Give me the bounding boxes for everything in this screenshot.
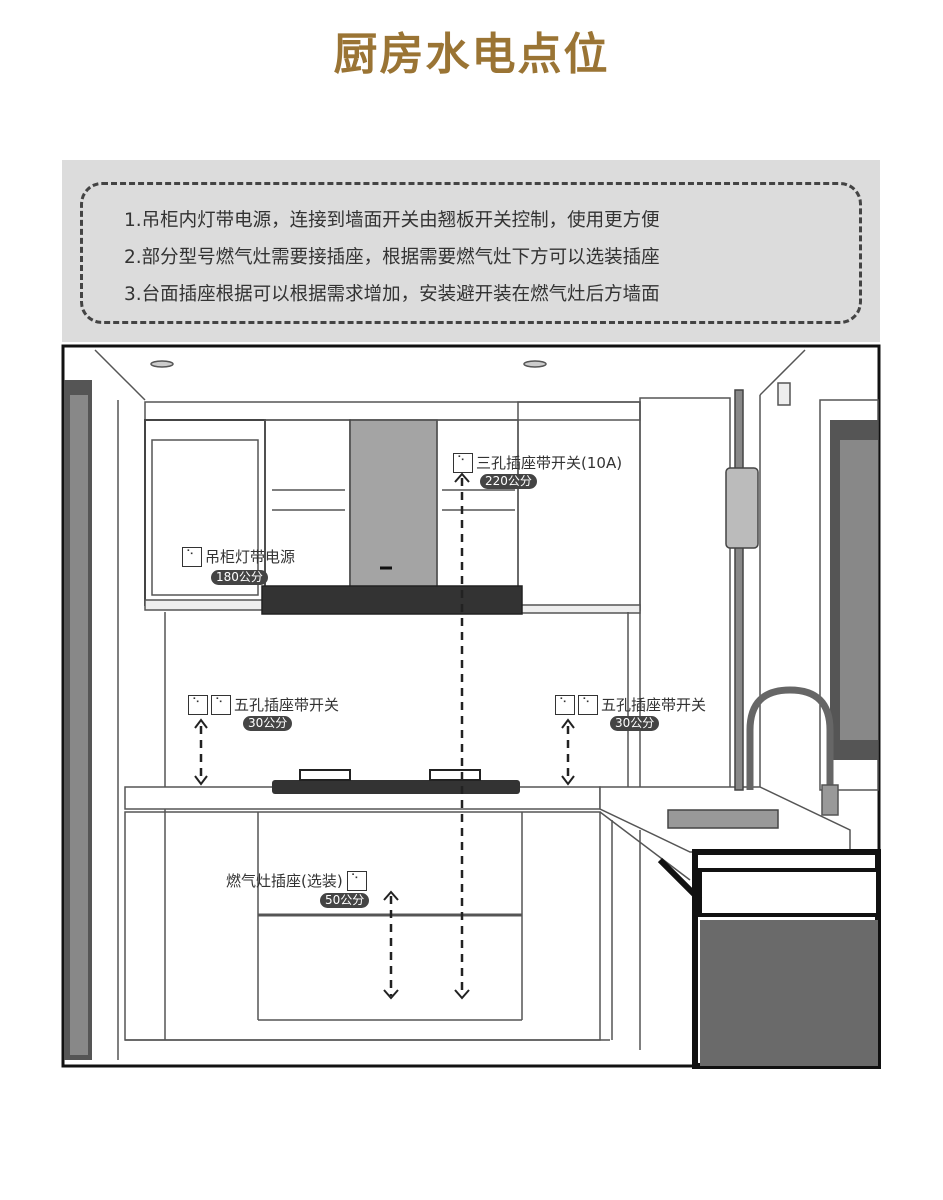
- five-hole-socket-icon: [555, 694, 575, 715]
- page-title: 厨房水电点位: [333, 29, 610, 80]
- height-badge: 30公分: [243, 716, 293, 731]
- note-2: 2.部分型号燃气灶需要接插座，根据需要燃气灶下方可以选装插座: [124, 247, 660, 268]
- height-badge: 30公分: [610, 716, 660, 731]
- socket-icon: [182, 546, 202, 567]
- socket-label-50: 燃气灶插座(选装): [226, 870, 370, 891]
- point-label: 五孔插座带开关: [601, 696, 707, 714]
- notes-panel: 1.吊柜内灯带电源，连接到墙面开关由翘板开关控制，使用更方便 2.部分型号燃气灶…: [62, 160, 880, 342]
- point-label: 燃气灶插座(选装): [226, 872, 343, 890]
- point-label: 三孔插座带开关(10A): [476, 454, 623, 472]
- point-label: 五孔插座带开关: [234, 696, 340, 714]
- notes-dashed-border: [80, 182, 862, 324]
- five-hole-socket-icon: [211, 694, 231, 715]
- five-hole-socket-icon: [188, 694, 208, 715]
- socket-label-220: 三孔插座带开关(10A): [453, 452, 622, 473]
- three-hole-socket-icon: [453, 452, 473, 473]
- note-1: 1.吊柜内灯带电源，连接到墙面开关由翘板开关控制，使用更方便: [124, 210, 660, 231]
- five-hole-socket-icon: [578, 694, 598, 715]
- socket-label-180: 吊柜灯带电源: [182, 546, 295, 567]
- socket-icon: [346, 870, 367, 891]
- point-label: 吊柜灯带电源: [205, 548, 296, 566]
- height-badge: 50公分: [320, 893, 370, 908]
- height-badge: 220公分: [480, 474, 537, 489]
- socket-label-30-left: 五孔插座带开关: [188, 694, 339, 715]
- note-3: 3.台面插座根据可以根据需求增加，安装避开装在燃气灶后方墙面: [124, 284, 660, 305]
- height-badge: 180公分: [211, 570, 268, 585]
- socket-label-30-right: 五孔插座带开关: [555, 694, 706, 715]
